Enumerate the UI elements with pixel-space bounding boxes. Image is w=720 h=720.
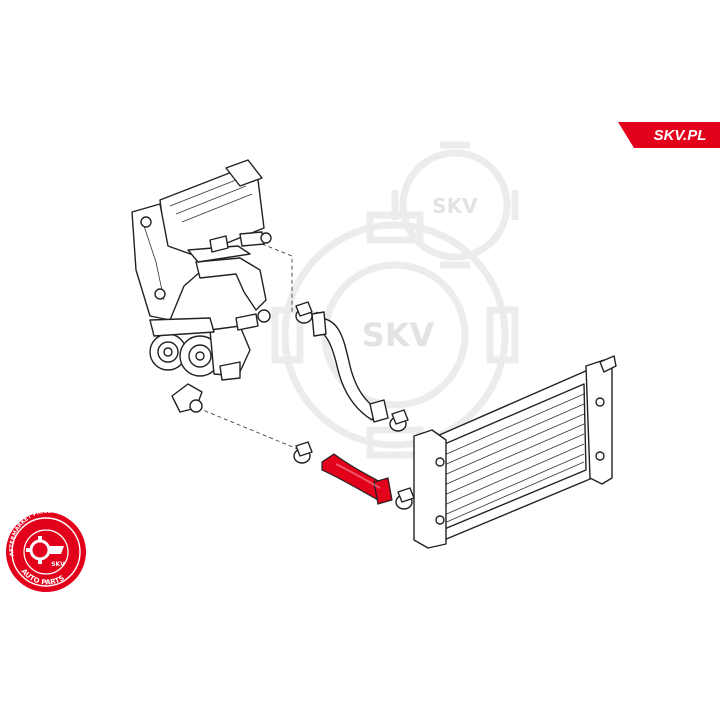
radiator xyxy=(413,355,617,549)
clamp-2 xyxy=(389,409,409,432)
seal-center-text: SKV xyxy=(51,561,65,568)
clamp-4 xyxy=(395,487,415,510)
radiator-fins xyxy=(441,393,585,525)
watermark-text: SKV xyxy=(362,316,435,354)
hose-clamps xyxy=(293,301,415,510)
watermark: SKV SKV xyxy=(271,141,519,459)
skv-seal: AFTERMARKET PRICE · OE QUALITY AUTO PART… xyxy=(0,0,86,592)
gear-icon xyxy=(26,536,54,564)
engine-block xyxy=(131,159,272,413)
watermark-gear-small-icon xyxy=(391,141,519,269)
watermark-text-small: SKV xyxy=(432,194,478,218)
brand-badge[interactable]: SKV.PL xyxy=(618,122,720,148)
brand-label: SKV.PL xyxy=(654,127,707,144)
coolant-hose-highlighted xyxy=(321,453,393,505)
brand-tab-shape xyxy=(618,122,720,148)
clamp-1 xyxy=(295,301,313,324)
upper-hose xyxy=(311,311,389,423)
seal-ring-top: AFTERMARKET PRICE · OE QUALITY xyxy=(0,0,84,557)
clamp-3 xyxy=(293,441,313,464)
